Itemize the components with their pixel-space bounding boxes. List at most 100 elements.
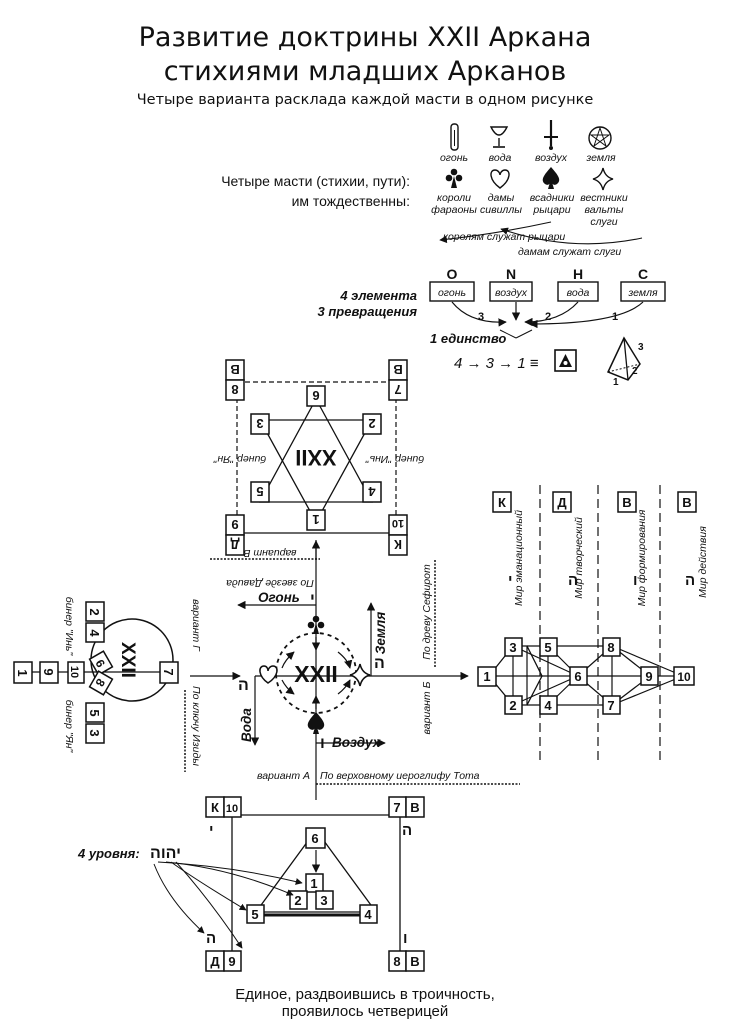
hebrew-letter: ו <box>320 735 325 752</box>
variant-label: вариант Б <box>421 681 433 734</box>
suit-name: земля <box>585 152 616 164</box>
figure-label: рыцари <box>532 204 570 216</box>
corner-number: 7 <box>393 800 400 815</box>
node-number: 3 <box>320 893 327 908</box>
sword-icon <box>544 120 558 150</box>
world-name: Мир творческий <box>573 517 585 599</box>
figure-label: слуги <box>590 216 617 228</box>
method-label: По верховному иероглифу Тота <box>320 770 480 782</box>
node-number: 1 <box>312 512 319 527</box>
corner-letter: В <box>230 362 239 377</box>
pentacle-icon <box>588 126 612 150</box>
corner-number: 9 <box>231 517 238 532</box>
world-letter: К <box>498 495 506 510</box>
serve-arc-1 <box>439 221 552 244</box>
node-number: 5 <box>251 907 258 922</box>
node-number: 8 <box>607 640 614 655</box>
binary-label: бинер "Ян" <box>63 700 75 754</box>
suits-label-2: им тождественны: <box>292 193 410 209</box>
suits-label: Четыре масти (стихии, пути): <box>221 173 410 189</box>
club-icon <box>445 168 463 188</box>
node-number: 9 <box>41 668 56 675</box>
fire-label: Огонь <box>258 590 300 605</box>
corner-number: 8 <box>393 954 400 969</box>
levels-label: 4 уровня: <box>77 846 140 861</box>
node-number: 2 <box>368 416 375 431</box>
pyramid-icon <box>606 336 641 381</box>
heart-icon <box>259 665 278 684</box>
bottom-variant: вариант А По верховному иероглифу Тота 1… <box>77 770 520 972</box>
variant-label: вариант В <box>243 547 296 559</box>
center-arcana-label: XXII <box>117 642 138 678</box>
node-number: 1 <box>310 876 317 891</box>
variant-label: вариант А <box>257 770 310 782</box>
corner-number: 7 <box>394 382 401 397</box>
corner-number: 10 <box>392 517 404 529</box>
page-title-line2: стихиями младших Арканов <box>163 56 567 87</box>
element-letter: О <box>447 266 458 282</box>
node-number: 4 <box>87 629 102 637</box>
figure-label: вальты <box>585 204 624 216</box>
node-number: 5 <box>87 709 102 716</box>
figure-label: вестники <box>580 192 628 204</box>
corner-letter: Д <box>230 537 240 552</box>
element-box-label: огонь <box>438 287 466 299</box>
node-number: 1 <box>15 669 30 676</box>
page-subtitle: Четыре варианта расклада каждой масти в … <box>136 92 594 108</box>
variant-label: вариант Г <box>190 599 202 652</box>
corner-letter: К <box>211 800 219 815</box>
binary-label: бинер "Инь" <box>63 597 75 657</box>
center-arcana-label: XXII <box>294 661 337 687</box>
left-variant: XXII 1 2 3 4 5 6 7 8 9 10 бинер "Инь" би… <box>13 597 202 772</box>
suits-section: огонь вода воздух земля Четыре масти (ст… <box>221 120 643 258</box>
hebrew-letter: ה <box>568 572 578 589</box>
corner-letter: В <box>410 800 419 815</box>
node-number: 4 <box>364 907 372 922</box>
hebrew-letter: ה <box>685 572 695 589</box>
binary-label: бинер "Инь" <box>365 453 425 465</box>
world-letter: В <box>682 495 691 510</box>
elements-label: 4 элемента <box>339 288 417 303</box>
node-number: 2 <box>87 608 102 615</box>
serve-arc-2 <box>500 227 643 245</box>
element-box-label: земля <box>627 287 658 299</box>
node-number: 4 <box>368 484 376 499</box>
node-number: 3 <box>509 640 516 655</box>
node-number: 4 <box>544 698 552 713</box>
pyramid-number: 1 <box>613 377 619 388</box>
world-letter: В <box>622 495 631 510</box>
elements-section: 4 элемента 3 превращения О N Н С огонь в… <box>318 266 666 388</box>
node-number: 1 <box>483 669 490 684</box>
node-number: 9 <box>645 669 652 684</box>
diamond-icon <box>349 663 371 687</box>
wand-icon <box>450 123 459 151</box>
element-box-label: воздух <box>495 287 528 299</box>
method-label: По ключу Изиды <box>190 686 202 766</box>
node-number: 6 <box>312 388 319 403</box>
diamond-icon <box>592 167 614 191</box>
hebrew-letter: ה <box>374 655 385 672</box>
hebrew-letter: ו <box>633 572 638 589</box>
caption-line2: проявилось четверицей <box>281 1003 449 1020</box>
figure-label: всадники <box>530 192 575 204</box>
node-number: 3 <box>256 416 263 431</box>
figure-label: короли <box>437 192 471 204</box>
page-title: Развитие доктрины XXII Аркана <box>138 22 592 53</box>
suit-name: вода <box>489 152 512 164</box>
figure-label: фараоны <box>431 204 477 216</box>
node-number: 6 <box>311 831 318 846</box>
formula: 4 → 3 → 1 ≡ <box>454 355 539 372</box>
hebrew-letter: ה <box>238 677 249 694</box>
pyramid-number: 2 <box>632 366 638 377</box>
corner-number: 8 <box>231 382 238 397</box>
node-number: 2 <box>294 893 301 908</box>
element-letter: С <box>638 266 648 282</box>
center-cross: XXII Огонь י Воздух ו Вода ה Земля ה <box>190 580 469 800</box>
spade-icon <box>307 712 325 734</box>
suit-name: огонь <box>440 152 468 164</box>
method-label: По древу Сефирот <box>421 564 433 660</box>
hebrew-letter: י <box>310 591 315 608</box>
node-number: 7 <box>161 668 176 675</box>
world-name: Мир эманационный <box>513 510 525 606</box>
